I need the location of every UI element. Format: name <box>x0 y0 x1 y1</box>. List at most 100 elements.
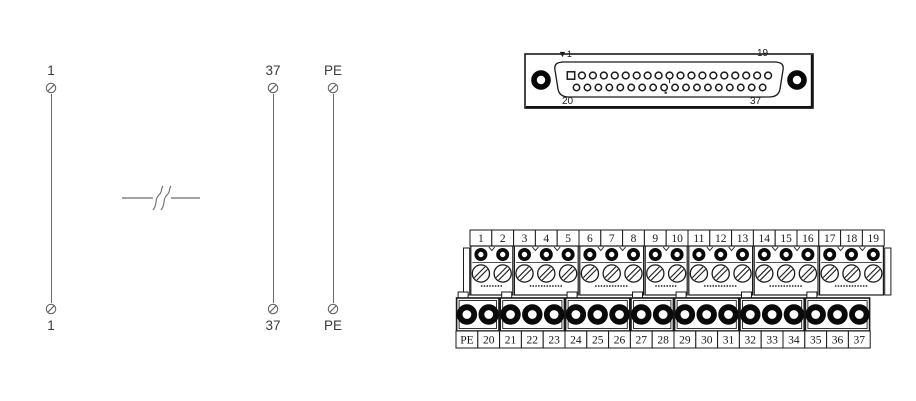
wire-top-label: PE <box>323 63 342 78</box>
wire-entry-ring <box>583 247 597 261</box>
top-terminal-number: 16 <box>802 233 814 245</box>
top-terminal-group <box>644 245 688 296</box>
pin-1-square <box>566 71 576 80</box>
screw-head <box>537 264 556 283</box>
screw-head <box>733 264 752 283</box>
pin20-label: 20 <box>562 96 574 107</box>
bottom-terminal-number: 28 <box>657 335 669 347</box>
pin-hole <box>731 71 740 80</box>
screw-head <box>580 264 600 283</box>
top-terminal-number: 10 <box>671 233 683 245</box>
screw-terminal-ring <box>761 304 783 325</box>
top-terminal-number: 6 <box>587 233 593 245</box>
top-terminal-number: 3 <box>522 233 528 245</box>
top-terminal-group <box>688 245 754 296</box>
dsub37-connector: ▼1 19 20 37 <box>520 46 820 112</box>
pin-hole <box>703 83 712 92</box>
terminal-circle-icon <box>327 303 339 315</box>
terminal-circle-icon <box>45 82 57 94</box>
top-terminal-number: 19 <box>868 233 880 245</box>
pin-hole <box>665 71 674 80</box>
pin-hole <box>632 71 641 80</box>
pin-hole <box>660 83 669 92</box>
top-terminal-group <box>579 245 645 296</box>
screw-head <box>776 264 796 283</box>
wire-entry-ring <box>648 247 662 261</box>
schematic-wire-37: 37 37 <box>259 60 287 338</box>
bottom-terminal-number: 31 <box>723 335 735 347</box>
wire-entry-ring <box>844 247 858 261</box>
screw-terminal-ring <box>456 304 478 325</box>
bottom-terminal-number: 36 <box>832 335 844 347</box>
pin-hole <box>742 71 751 80</box>
pin-hole <box>616 83 625 92</box>
bottom-terminal-number: 35 <box>810 335 822 347</box>
pin-hole <box>709 71 718 80</box>
dsub37-connector-drawing <box>524 53 814 109</box>
terminal-circle-icon <box>267 82 279 94</box>
wire-entry-ring <box>626 247 640 261</box>
bottom-terminal-number: 25 <box>592 335 604 347</box>
top-terminal-number: 4 <box>543 233 549 245</box>
top-terminal-number: 5 <box>565 233 571 245</box>
screw-head <box>602 264 621 283</box>
top-terminal-number: 7 <box>609 233 615 245</box>
screw-terminal-ring <box>500 304 521 325</box>
screw-terminal-ring <box>674 304 696 325</box>
pin-hole <box>725 83 734 92</box>
pin-hole <box>676 71 685 80</box>
pin-hole <box>610 71 619 80</box>
screw-head <box>864 264 883 283</box>
top-terminal-group <box>470 245 514 296</box>
wire-entry-ring <box>496 247 510 261</box>
pin-hole <box>736 83 745 92</box>
bottom-terminal-number: 32 <box>745 335 757 347</box>
top-terminal-number: 15 <box>780 233 792 245</box>
top-terminal-number: 11 <box>693 233 704 245</box>
screw-terminal-ring <box>652 304 674 325</box>
connector-pins <box>566 71 773 92</box>
wire-top-label: 1 <box>47 63 55 78</box>
screw-terminal-ring <box>827 304 848 325</box>
pin-hole <box>572 83 581 92</box>
dshell-outline <box>554 61 784 98</box>
screw-terminal-ring <box>849 304 870 325</box>
pin-hole <box>687 71 696 80</box>
pin-hole <box>763 71 773 80</box>
top-terminal-number: 1 <box>478 233 484 245</box>
top-terminal-group <box>819 245 885 296</box>
screw-terminal-ring <box>631 304 652 325</box>
pin-hole <box>594 83 603 92</box>
screw-head <box>646 264 665 283</box>
cable-break-icon <box>120 185 202 213</box>
pin-hole <box>577 71 587 80</box>
mounting-hole-right <box>787 70 807 90</box>
pin37-label: 37 <box>750 96 762 107</box>
screw-head <box>842 264 861 283</box>
top-terminal-number: 9 <box>652 233 658 245</box>
bottom-terminal-group <box>564 291 631 332</box>
screw-head <box>493 264 512 283</box>
wire-line <box>50 94 52 303</box>
wire-line <box>272 94 274 303</box>
wire-entry-ring <box>518 247 532 261</box>
pin-hole <box>698 71 707 80</box>
screw-head <box>667 264 687 283</box>
pin-hole <box>654 71 663 80</box>
bottom-terminal-group <box>499 291 566 332</box>
pin-hole <box>583 83 592 92</box>
screw-head <box>624 264 643 283</box>
pin-hole <box>649 83 658 92</box>
bottom-terminal-number: 21 <box>505 335 517 347</box>
wire-line <box>332 94 334 303</box>
wire-entry-ring <box>714 247 728 261</box>
screw-head <box>820 264 839 283</box>
bottom-terminal-number: 24 <box>570 335 582 347</box>
top-terminal-number: 13 <box>737 233 749 245</box>
wire-bottom-label: 1 <box>47 318 55 333</box>
screw-terminal-ring <box>478 304 499 325</box>
wire-entry-ring <box>539 247 553 261</box>
